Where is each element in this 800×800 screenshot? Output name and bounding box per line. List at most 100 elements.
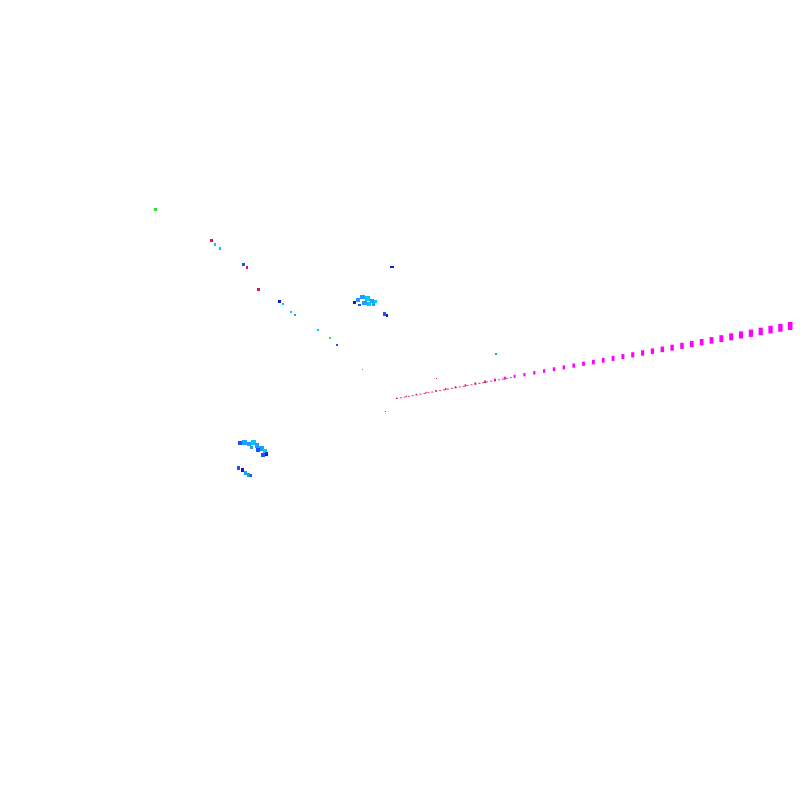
ray-point bbox=[768, 325, 773, 334]
ray-trail-point bbox=[431, 391, 434, 393]
diagonal-point bbox=[282, 303, 284, 305]
ray-point bbox=[543, 369, 546, 373]
cluster-point bbox=[251, 440, 256, 445]
ray-trail-point bbox=[494, 380, 496, 381]
ray-trail-point bbox=[501, 378, 504, 380]
ray-point bbox=[739, 331, 744, 339]
ray-trail-point bbox=[435, 390, 438, 392]
diagonal-point bbox=[294, 314, 296, 316]
ray-point bbox=[474, 382, 477, 385]
ray-point bbox=[592, 359, 595, 365]
cluster-point bbox=[360, 295, 365, 299]
ray-stray-point bbox=[436, 378, 437, 379]
cluster-point bbox=[237, 466, 240, 470]
ray-point bbox=[445, 388, 447, 390]
cluster-point bbox=[244, 471, 247, 475]
ray-point bbox=[729, 333, 734, 341]
cluster-point bbox=[356, 298, 360, 302]
ray-trail-point bbox=[443, 389, 445, 391]
ray-point bbox=[405, 395, 407, 397]
ray-point bbox=[719, 335, 724, 342]
ray-point bbox=[513, 374, 516, 378]
ray-stray-point bbox=[495, 353, 497, 355]
diagonal-point bbox=[390, 266, 394, 268]
ray-trail-point bbox=[411, 395, 414, 397]
ray-trail-point bbox=[470, 384, 473, 386]
diagonal-point bbox=[278, 300, 281, 303]
cluster-point bbox=[372, 303, 375, 306]
diagonal-point bbox=[257, 288, 260, 291]
cluster-point bbox=[383, 312, 386, 316]
cluster-point bbox=[374, 300, 377, 303]
ray-trail-point bbox=[478, 382, 481, 384]
cluster-point bbox=[241, 468, 244, 472]
ray-point bbox=[572, 363, 575, 368]
ray-point bbox=[631, 352, 635, 358]
ray-trail-point bbox=[462, 385, 465, 387]
cluster-point bbox=[367, 302, 371, 306]
ray-point bbox=[552, 367, 556, 372]
ray-trail-point bbox=[447, 388, 449, 390]
cluster-point bbox=[238, 441, 242, 445]
cluster-point bbox=[263, 449, 267, 454]
upper-point-cluster bbox=[353, 295, 388, 317]
cluster-point bbox=[386, 314, 388, 317]
diagonal-point bbox=[362, 369, 363, 370]
diagonal-point bbox=[214, 243, 216, 246]
ray-trail-point bbox=[509, 377, 512, 379]
diagonal-point bbox=[242, 263, 245, 266]
ray-point bbox=[611, 356, 615, 361]
ray-trail-point bbox=[482, 382, 485, 384]
ray-trail-point bbox=[419, 393, 422, 395]
ray-point bbox=[484, 380, 486, 384]
ray-point bbox=[464, 384, 467, 387]
ray-trail-point bbox=[497, 379, 500, 381]
ray-point bbox=[533, 371, 536, 375]
ray-trail-point bbox=[396, 398, 398, 399]
ray-trail-point bbox=[415, 394, 418, 396]
ray-trail-point bbox=[423, 393, 426, 394]
diagonal-point bbox=[290, 311, 292, 313]
diagonal-point bbox=[336, 344, 338, 346]
ray-point bbox=[641, 350, 645, 356]
cluster-point bbox=[247, 442, 251, 446]
ray-point bbox=[788, 322, 793, 330]
ray-point bbox=[435, 389, 437, 392]
ray-point bbox=[523, 373, 526, 377]
ray-point bbox=[680, 342, 684, 349]
ray-point bbox=[699, 339, 704, 346]
cluster-point bbox=[250, 446, 253, 449]
diagonal-point bbox=[246, 266, 248, 269]
diagonal-point bbox=[210, 239, 213, 242]
cluster-point bbox=[358, 304, 361, 306]
diagonal-point bbox=[317, 329, 319, 331]
ray-trail-point bbox=[439, 390, 442, 392]
ray-point bbox=[690, 340, 694, 348]
cluster-point bbox=[365, 296, 370, 301]
ray-point bbox=[601, 357, 605, 363]
ray-point bbox=[758, 327, 763, 336]
ray-point bbox=[562, 365, 566, 370]
diagonal-point-streak bbox=[154, 208, 394, 370]
ray-trail-point bbox=[407, 395, 410, 397]
magenta-point-ray bbox=[385, 322, 793, 412]
ray-point bbox=[425, 391, 427, 394]
cluster-point bbox=[259, 446, 264, 451]
ray-trail-point bbox=[458, 386, 461, 388]
diagonal-point bbox=[219, 247, 221, 250]
cluster-point bbox=[256, 448, 260, 452]
cluster-point bbox=[265, 452, 268, 456]
ray-trail-point bbox=[474, 383, 477, 385]
ray-trail-point bbox=[399, 397, 402, 399]
ray-point bbox=[503, 376, 506, 380]
ray-point bbox=[650, 348, 655, 354]
ray-trail-point bbox=[454, 387, 457, 389]
ray-trail-point bbox=[466, 385, 469, 386]
ray-stray-point bbox=[385, 411, 386, 412]
ray-trail-point bbox=[427, 392, 430, 394]
cluster-point bbox=[353, 301, 356, 304]
ray-point bbox=[670, 344, 674, 351]
